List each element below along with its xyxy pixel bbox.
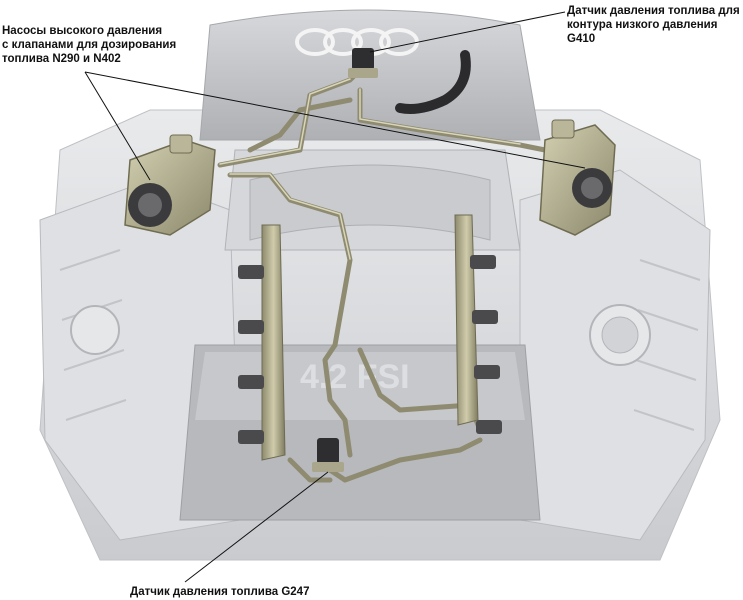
fuel-rail-left	[238, 224, 286, 461]
label-sensor-g410: Датчик давления топлива для контура низк…	[567, 4, 740, 46]
label-line: контура низкого давления	[567, 19, 718, 31]
label-line: топлива N290 и N402	[2, 53, 121, 65]
label-high-pressure-pumps: Насосы высокого давления с клапанами для…	[2, 24, 176, 66]
label-line: Насосы высокого давления	[2, 25, 163, 37]
fuel-pressure-sensor-g410	[348, 48, 378, 78]
callout-lines	[84, 11, 586, 583]
label-line: Датчик давления топлива для	[567, 5, 740, 17]
fuel-return-hose	[395, 50, 471, 114]
label-sensor-g247: Датчик давления топлива G247	[130, 585, 309, 599]
label-line: G410	[567, 33, 596, 45]
label-line: Датчик давления топлива G247	[130, 586, 310, 598]
high-pressure-pump-left	[124, 134, 216, 236]
high-pressure-pump-right	[539, 119, 616, 236]
intake-cover	[199, 9, 541, 251]
engine-marking: 4.2 FSI	[300, 358, 410, 396]
fuel-rail-right	[454, 214, 502, 434]
fuel-pressure-sensor-g247	[312, 438, 344, 472]
label-line: с клапанами для дозирования	[2, 39, 177, 51]
